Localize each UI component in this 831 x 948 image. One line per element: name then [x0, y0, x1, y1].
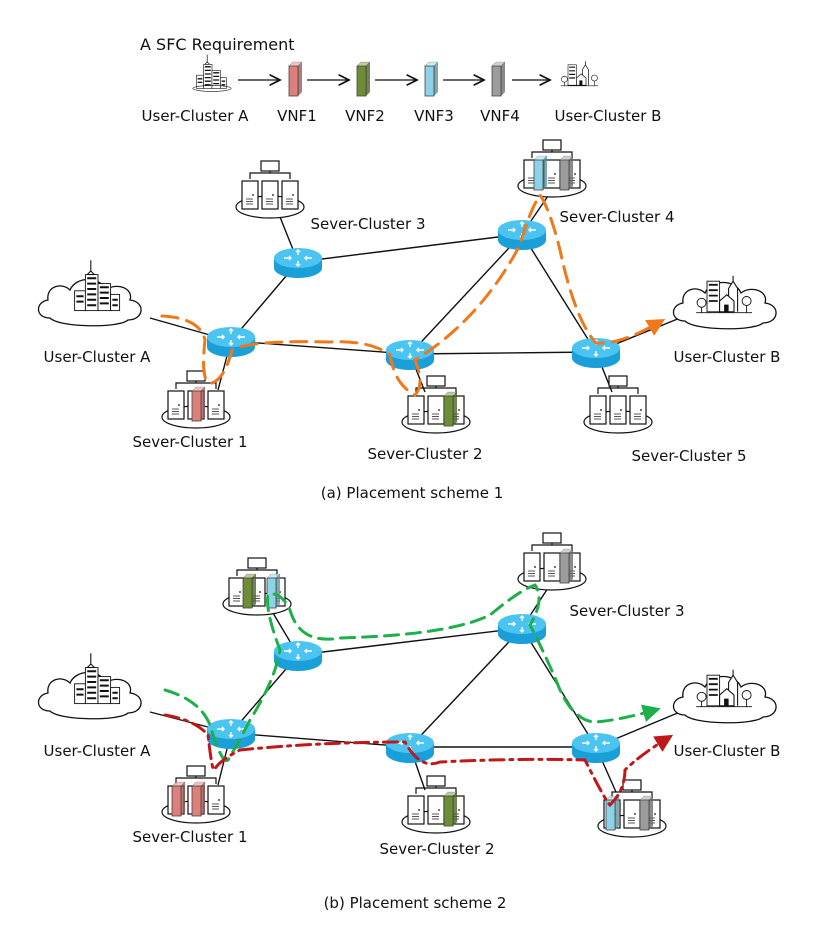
network-link: [149, 195, 681, 393]
user-cluster-b: [672, 668, 777, 724]
label-user-b: User-Cluster B: [674, 348, 781, 366]
chain-label-vnf2: VNF2: [345, 107, 385, 125]
vnf4-icon: [559, 155, 574, 191]
label-user-a: User-Cluster A: [44, 742, 152, 760]
vnf1-icon: [171, 781, 186, 817]
requirement-chain: [192, 54, 599, 97]
label-sc2: Sever-Cluster 2: [367, 445, 482, 463]
scheme1-network: Sever-Cluster 3 Sever-Cluster 4 User-Clu…: [37, 140, 781, 502]
server-cluster-3: [236, 161, 304, 218]
user-cluster-a: [37, 259, 142, 327]
server-cluster-5: [584, 376, 652, 433]
router-icon: [273, 640, 323, 672]
vnf2-icon: [356, 61, 371, 97]
chain-label-vnf4: VNF4: [480, 107, 520, 125]
vnf4-icon: [639, 795, 654, 831]
server-cluster-3: [518, 533, 586, 590]
label-sc1: Sever-Cluster 1: [132, 828, 247, 846]
label-sc3: Sever-Cluster 3: [569, 602, 684, 620]
sfc-path-red: [163, 713, 674, 808]
sfc-path-scheme1: [160, 192, 666, 397]
vnf4-icon: [491, 61, 506, 97]
server-cluster-unlabeled: [223, 558, 291, 615]
city-icon: [192, 54, 232, 92]
user-cluster-b: [672, 274, 777, 330]
sfc-path-green: [163, 583, 661, 763]
user-cluster-a: [37, 652, 142, 720]
chain-label-user-a: User-Cluster A: [142, 107, 250, 125]
vnf3-icon: [424, 61, 439, 97]
vnf1-icon: [191, 386, 206, 422]
links: [149, 195, 681, 393]
router-icon: [273, 247, 323, 279]
label-sc1: Sever-Cluster 1: [132, 433, 247, 451]
caption-scheme1: (a) Placement scheme 1: [321, 484, 504, 502]
requirement-title: A SFC Requirement: [140, 35, 295, 54]
server-cluster-4: [518, 140, 586, 197]
vnf1-icon: [191, 781, 206, 817]
caption-scheme2: (b) Placement scheme 2: [324, 894, 507, 912]
scheme2-network: Sever-Cluster 3 User-Cluster A User-Clus…: [37, 533, 781, 912]
server-cluster-2: [402, 776, 470, 833]
label-user-b: User-Cluster B: [674, 742, 781, 760]
server-cluster-2: [402, 376, 470, 433]
vnf2-icon: [443, 391, 458, 427]
vnf1-icon: [288, 61, 303, 97]
server-cluster-near-b: [598, 780, 666, 837]
vnf4-icon: [559, 548, 574, 584]
vnf2-icon: [443, 791, 458, 827]
server-cluster-1: [162, 766, 230, 823]
chain-label-user-b: User-Cluster B: [555, 107, 662, 125]
label-sc5: Sever-Cluster 5: [631, 447, 746, 465]
vnf3-icon: [533, 155, 548, 191]
label-sc3: Sever-Cluster 3: [310, 215, 425, 233]
chain-label-vnf1: VNF1: [277, 107, 317, 125]
chain-label-vnf3: VNF3: [414, 107, 454, 125]
server-cluster-1: [162, 371, 230, 428]
town-icon: [560, 60, 599, 87]
label-user-a: User-Cluster A: [44, 348, 152, 366]
vnf2-icon: [242, 573, 257, 609]
label-sc4: Sever-Cluster 4: [559, 208, 674, 226]
label-sc2: Sever-Cluster 2: [379, 840, 494, 858]
